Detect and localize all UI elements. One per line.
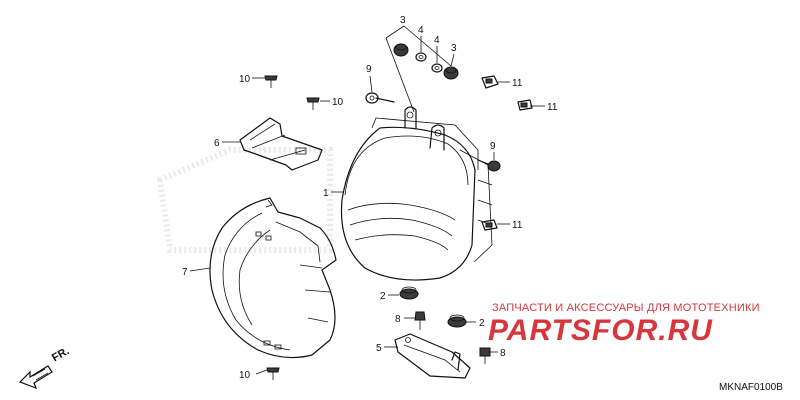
bolt-lower-right[interactable]	[479, 347, 491, 364]
callout-4-right: 4	[434, 35, 440, 46]
front-direction-arrow	[18, 365, 53, 390]
watermark-logo: PARTSFOR.RU	[488, 314, 713, 347]
screw-bottom[interactable]	[266, 367, 280, 380]
callout-10-bottom: 10	[239, 370, 251, 381]
callout-11-top: 11	[512, 78, 523, 89]
rubber-mount-right[interactable]	[443, 66, 459, 80]
callout-11-lower: 11	[512, 220, 523, 231]
callout-9-right: 9	[490, 141, 496, 152]
diagram-code: MKNAF0100B	[719, 382, 783, 393]
watermark-caption: ЗАПЧАСТИ И АКСЕССУАРЫ ДЛЯ МОТОТЕХНИКИ	[492, 302, 760, 314]
headlight-unit[interactable]	[340, 106, 493, 281]
callout-11-mid: 11	[547, 102, 558, 113]
bolt-washer-upper[interactable]	[365, 92, 395, 104]
callout-3-right: 3	[451, 43, 457, 54]
callout-8-right: 8	[500, 348, 506, 359]
grommet-lower[interactable]	[447, 314, 467, 328]
callout-9-upper: 9	[366, 64, 372, 75]
callout-5: 5	[376, 343, 382, 354]
leader-lines	[189, 25, 545, 375]
callout-2-lower: 2	[479, 318, 485, 329]
grommet-upper[interactable]	[399, 286, 419, 300]
bolt-washer-right[interactable]	[477, 159, 501, 172]
clip-nut-lower[interactable]	[481, 219, 498, 231]
background-watermark-emblem	[156, 147, 333, 253]
callout-8-left: 8	[395, 314, 401, 325]
callout-7: 7	[182, 267, 188, 278]
collar-right[interactable]	[431, 63, 443, 73]
callout-1: 1	[323, 188, 329, 199]
callout-10-top: 10	[239, 74, 251, 85]
clip-nut-top[interactable]	[481, 75, 499, 89]
screw-top[interactable]	[264, 75, 278, 88]
headlight-stay[interactable]	[239, 117, 323, 171]
headlight-case[interactable]	[209, 197, 337, 359]
callout-labels: 3 4 4 3 9 11 11 9 11 10 10 10 1 2 2 6 7 …	[182, 15, 558, 381]
callout-6: 6	[214, 138, 220, 149]
callout-2-upper: 2	[380, 291, 386, 302]
bolt-lower-left[interactable]	[414, 311, 426, 330]
callout-3-left: 3	[400, 15, 406, 26]
collar-left[interactable]	[415, 52, 427, 62]
screw-mid[interactable]	[306, 97, 320, 110]
callout-4-left: 4	[418, 25, 424, 36]
callout-10-mid: 10	[332, 97, 344, 108]
lower-bracket[interactable]	[394, 333, 471, 379]
clip-nut-mid[interactable]	[517, 99, 533, 111]
rubber-mount-left[interactable]	[393, 43, 409, 57]
